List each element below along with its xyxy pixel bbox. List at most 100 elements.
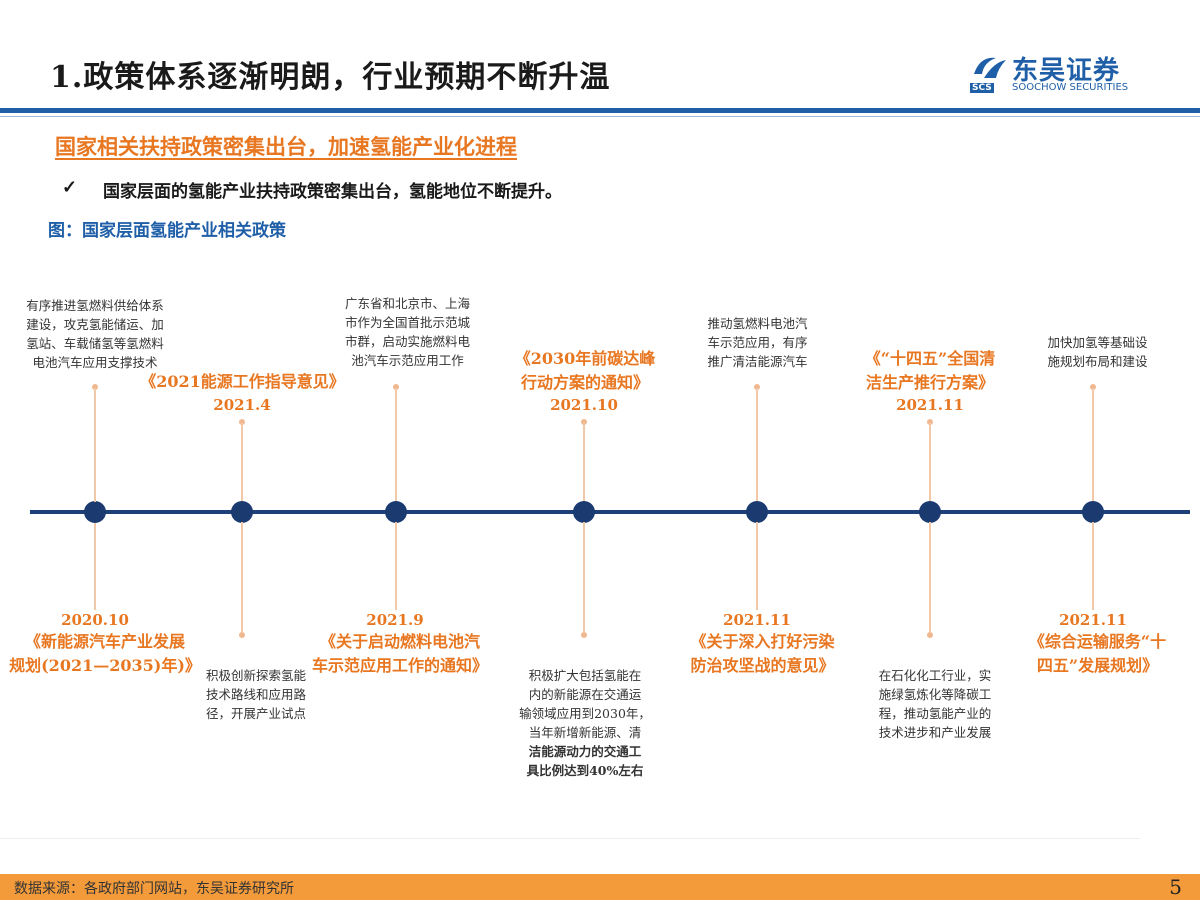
timeline-axis bbox=[30, 510, 1190, 514]
connector-line bbox=[94, 522, 96, 610]
description-line: 径，开展产业试点 bbox=[205, 706, 306, 721]
company-logo: SCS 东吴证券 SOOCHOW SECURITIES bbox=[968, 52, 1148, 98]
event-date: 2021.4 bbox=[213, 396, 271, 414]
timeline-node bbox=[1082, 501, 1104, 523]
policy-title-line: 防治攻坚战的意见》 bbox=[690, 656, 835, 675]
description-line: 当年新增新能源、清 bbox=[528, 725, 642, 740]
policy-description: 有序推进氢燃料供给体系 建设，攻克氢能储运、加 氢站、车载储氢等氢燃料 电池汽车… bbox=[5, 296, 185, 372]
header-thin-divider bbox=[0, 116, 1200, 117]
description-line: 氢站、车载储氢等氢燃料 bbox=[26, 336, 164, 351]
policy-description: 广东省和北京市、上海 市作为全国首批示范城 市群，启动实施燃料电 池汽车示范应用… bbox=[320, 294, 495, 370]
policy-title-line: 行动方案的通知》 bbox=[520, 373, 649, 392]
bullet-text: 国家层面的氢能产业扶持政策密集出台，氢能地位不断提升。 bbox=[103, 182, 562, 202]
connector-line bbox=[583, 423, 585, 503]
event-date: 2020.10 bbox=[61, 611, 129, 629]
policy-title: 《2021能源工作指导意见》 bbox=[140, 370, 345, 394]
description-line: 池汽车示范应用工作 bbox=[351, 353, 464, 368]
page-title: 1.政策体系逐渐明朗，行业预期不断升温 bbox=[50, 60, 611, 95]
content-bottom-rule bbox=[0, 838, 1140, 839]
policy-title-line: 洁生产推行方案》 bbox=[865, 373, 994, 392]
description-line: 市群，启动实施燃料电 bbox=[344, 334, 470, 349]
description-line: 积极创新探索氢能 bbox=[205, 668, 306, 683]
connector-line bbox=[929, 522, 931, 632]
timeline-node bbox=[573, 501, 595, 523]
policy-description: 在石化化工行业，实 施绿氢炼化等降碳工 程，推动氢能产业的 技术进步和产业发展 bbox=[860, 666, 1010, 742]
policy-title-line: 四五”发展规划》 bbox=[1036, 656, 1159, 675]
policy-title-line: 规划(2021—2035)年)》 bbox=[9, 656, 201, 675]
description-line: 市作为全国首批示范城 bbox=[344, 315, 470, 330]
description-line: 建设，攻克氢能储运、加 bbox=[26, 317, 164, 332]
policy-title: 《新能源汽车产业发展 规划(2021—2035)年)》 bbox=[0, 630, 210, 678]
section-subtitle: 国家相关扶持政策密集出台，加速氢能产业化进程 bbox=[55, 134, 517, 159]
connector-tip bbox=[927, 632, 933, 638]
policy-description: 积极创新探索氢能 技术路线和应用路 径，开展产业试点 bbox=[186, 666, 326, 723]
description-line: 技术路线和应用路 bbox=[205, 687, 306, 702]
logo-text-cn: 东吴证券 bbox=[1012, 56, 1121, 86]
policy-description: 加快加氢等基础设 施规划布局和建设 bbox=[1030, 333, 1165, 371]
policy-title-line: 《综合运输服务“十 bbox=[1028, 632, 1167, 651]
timeline-node bbox=[919, 501, 941, 523]
policy-title-line: 《新能源汽车产业发展 bbox=[24, 632, 185, 651]
connector-line bbox=[583, 522, 585, 632]
data-source: 数据来源：各政府部门网站，东吴证券研究所 bbox=[14, 881, 294, 897]
description-line: 输领域应用到2030年， bbox=[519, 706, 651, 721]
description-line: 广东省和北京市、上海 bbox=[344, 296, 470, 311]
timeline-node bbox=[231, 501, 253, 523]
description-line: 有序推进氢燃料供给体系 bbox=[26, 298, 164, 313]
connector-line bbox=[1092, 522, 1094, 610]
event-date: 2021.10 bbox=[550, 396, 618, 414]
connector-line bbox=[241, 522, 243, 632]
connector-tip bbox=[393, 384, 399, 390]
logo-abbr: SCS bbox=[970, 83, 994, 93]
logo-swirl-icon bbox=[974, 57, 1006, 78]
policy-title: 《2030年前碳达峰 行动方案的通知》 bbox=[490, 347, 680, 395]
description-line: 具比例达到40%左右 bbox=[526, 763, 644, 778]
connector-line bbox=[395, 522, 397, 610]
timeline-node bbox=[746, 501, 768, 523]
policy-title-line: 《关于深入打好污染 bbox=[690, 632, 835, 651]
description-line: 电池汽车应用支撑技术 bbox=[32, 355, 158, 370]
header-divider bbox=[0, 108, 1200, 113]
connector-tip bbox=[1090, 384, 1096, 390]
policy-title-line: 《2030年前碳达峰 bbox=[514, 349, 656, 368]
policy-title: 《“十四五”全国清 洁生产推行方案》 bbox=[840, 347, 1020, 395]
event-date: 2021.11 bbox=[723, 611, 791, 629]
connector-tip bbox=[927, 419, 933, 425]
connector-line bbox=[395, 388, 397, 502]
connector-line bbox=[1092, 388, 1094, 502]
description-line: 积极扩大包括氢能在 bbox=[528, 668, 642, 683]
policy-title-line: 《“十四五”全国清 bbox=[864, 349, 996, 368]
connector-tip bbox=[239, 632, 245, 638]
connector-line bbox=[756, 388, 758, 502]
connector-tip bbox=[581, 632, 587, 638]
description-line: 技术进步和产业发展 bbox=[878, 725, 992, 740]
policy-description: 积极扩大包括氢能在 内的新能源在交通运 输领域应用到2030年， 当年新增新能源… bbox=[505, 666, 665, 780]
description-line: 施绿氢炼化等降碳工 bbox=[878, 687, 992, 702]
connector-tip bbox=[92, 384, 98, 390]
figure-label: 图：国家层面氢能产业相关政策 bbox=[48, 221, 286, 241]
event-date: 2021.11 bbox=[896, 396, 964, 414]
description-line: 施规划布局和建设 bbox=[1047, 354, 1148, 369]
description-line: 洁能源动力的交通工 bbox=[528, 744, 642, 759]
description-line: 在石化化工行业，实 bbox=[878, 668, 992, 683]
description-line: 推广清洁能源汽车 bbox=[707, 354, 808, 369]
check-icon: ✓ bbox=[62, 177, 78, 198]
description-line: 加快加氢等基础设 bbox=[1047, 335, 1148, 350]
event-date: 2021.9 bbox=[366, 611, 424, 629]
policy-title: 《关于深入打好污染 防治攻坚战的意见》 bbox=[670, 630, 855, 678]
connector-tip bbox=[754, 384, 760, 390]
description-line: 程，推动氢能产业的 bbox=[878, 706, 992, 721]
footer-bar: 数据来源：各政府部门网站，东吴证券研究所 5 bbox=[0, 874, 1200, 900]
event-date: 2021.11 bbox=[1059, 611, 1127, 629]
connector-tip bbox=[581, 419, 587, 425]
connector-line bbox=[241, 423, 243, 503]
connector-tip bbox=[239, 419, 245, 425]
timeline-node bbox=[84, 501, 106, 523]
connector-line bbox=[929, 423, 931, 503]
page-number: 5 bbox=[1169, 875, 1182, 899]
policy-title: 《关于启动燃料电池汽 车示范应用工作的通知》 bbox=[295, 630, 505, 678]
connector-line bbox=[94, 388, 96, 502]
policy-title-line: 《关于启动燃料电池汽 bbox=[319, 632, 480, 651]
description-line: 内的新能源在交通运 bbox=[528, 687, 642, 702]
description-line: 推动氢燃料电池汽 bbox=[707, 316, 808, 331]
